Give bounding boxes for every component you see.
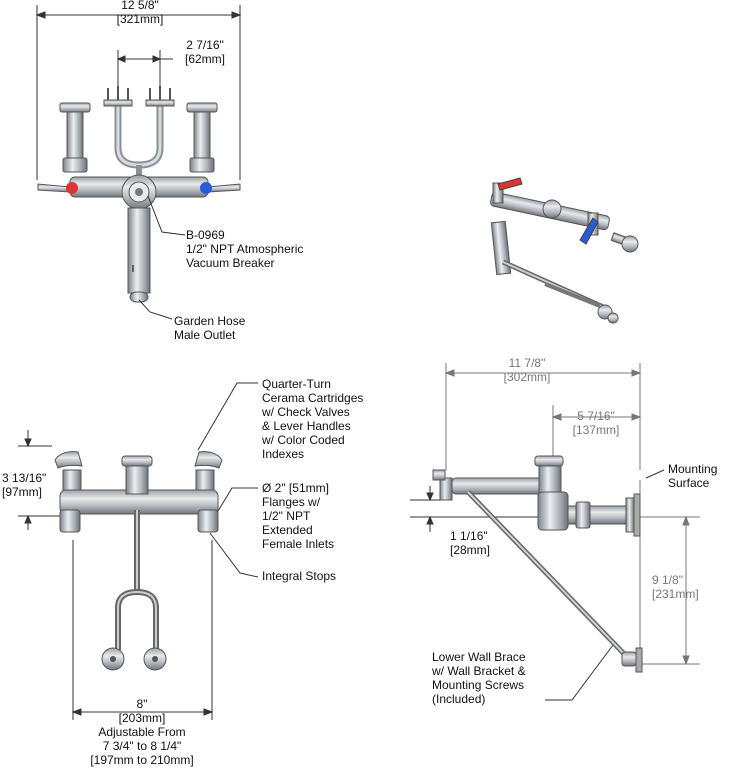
- dim-inches: 2 7/16": [186, 38, 224, 52]
- callout-line: Surface: [668, 476, 710, 490]
- inlet-depth-dimension: 5 7/16" [137mm]: [561, 409, 631, 437]
- callout-line: Cerama Cartridges: [262, 391, 364, 405]
- overall-width-dimension: 12 5/8" [321mm]: [100, 0, 180, 26]
- top-u-brace: [103, 86, 175, 180]
- callout-line: 1/2" NPT: [262, 509, 311, 523]
- top-right-riser: [186, 102, 218, 173]
- top-leaders: [138, 195, 186, 320]
- side-view: [410, 363, 700, 701]
- callout-line: Lower Wall Brace: [432, 650, 526, 664]
- top-view: [35, 5, 242, 320]
- dim-mm: [62mm]: [184, 52, 225, 66]
- wall-brace-callout: Lower Wall Brace w/ Wall Bracket & Mount…: [432, 650, 526, 706]
- callout-line: (Included): [432, 692, 486, 706]
- callout-line: Female Inlets: [262, 537, 335, 551]
- top-body: [37, 174, 241, 210]
- dim-inches: 5 7/16": [577, 409, 615, 423]
- dim-inches: 3 13/16": [2, 471, 47, 485]
- callout-line: w/ Wall Bracket &: [432, 664, 526, 678]
- callout-line: Ø 2" [51mm]: [262, 481, 329, 495]
- integral-stops-callout: Integral Stops: [262, 569, 337, 583]
- front-dimension-lines: [18, 382, 259, 720]
- dim-mm: [97mm]: [2, 485, 43, 499]
- callout-line: Vacuum Breaker: [186, 256, 275, 270]
- callout-line: Extended: [262, 523, 313, 537]
- dim-mm: [28mm]: [450, 543, 491, 557]
- top-left-riser: [59, 102, 91, 173]
- dim-note: Adjustable From: [98, 725, 186, 739]
- mounting-surface-callout: Mounting Surface: [668, 462, 717, 490]
- front-left-handle: [54, 451, 83, 469]
- dim-inches: 9 1/8": [652, 573, 683, 587]
- callout-line: Quarter-Turn: [262, 377, 331, 391]
- callout-line: & Lever Handles: [262, 419, 351, 433]
- callout-line: B-0969: [186, 228, 225, 242]
- dim-note: [197mm to 210mm]: [90, 753, 194, 767]
- callout-line: Male Outlet: [174, 328, 236, 342]
- dim-inches: 11 7/8": [508, 356, 546, 370]
- flanges-callout: Ø 2" [51mm] Flanges w/ 1/2" NPT Extended…: [262, 481, 334, 551]
- top-dimension-lines: [35, 5, 242, 180]
- spout-drop-dimension: 1 1/16" [28mm]: [450, 529, 490, 557]
- callout-line: Flanges w/: [262, 495, 321, 509]
- front-height-dimension: 3 13/16" [97mm]: [2, 471, 46, 499]
- top-spout: [127, 207, 151, 303]
- vacuum-breaker-callout: B-0969 1/2" NPT Atmospheric Vacuum Break…: [186, 228, 303, 270]
- callout-line: Mounting Screws: [432, 678, 525, 692]
- dim-mm: [321mm]: [116, 12, 164, 26]
- dim-inches: 12 5/8": [121, 0, 159, 12]
- callout-line: 1/2" NPT Atmospheric: [186, 242, 304, 256]
- cartridges-callout: Quarter-Turn Cerama Cartridges w/ Check …: [262, 377, 363, 461]
- callout-line: Garden Hose: [174, 314, 246, 328]
- front-right-handle: [194, 451, 223, 469]
- dim-inches: 1 1/16": [450, 529, 488, 543]
- center-width-dimension: 2 7/16" [62mm]: [172, 38, 238, 66]
- callout-line: Indexes: [262, 447, 305, 461]
- dim-mm: [137mm]: [572, 423, 620, 437]
- front-view: [18, 382, 259, 720]
- hose-outlet-callout: Garden Hose Male Outlet: [174, 314, 245, 342]
- iso-view: [490, 177, 639, 324]
- dim-inches: 8": [136, 697, 148, 711]
- centers-dimension: 8" [203mm] Adjustable From 7 3/4" to 8 1…: [62, 697, 222, 767]
- dim-mm: [231mm]: [652, 587, 699, 601]
- dim-mm: [302mm]: [503, 370, 551, 384]
- dim-mm: [203mm]: [118, 711, 166, 725]
- callout-line: Mounting: [668, 462, 718, 476]
- projection-dimension: 11 7/8" [302mm]: [482, 356, 572, 384]
- brace-height-dimension: 9 1/8" [231mm]: [652, 573, 699, 601]
- callout-line: w/ Check Valves: [262, 405, 350, 419]
- dim-note: 7 3/4" to 8 1/4": [102, 739, 182, 753]
- callout-line: w/ Color Coded: [262, 433, 345, 447]
